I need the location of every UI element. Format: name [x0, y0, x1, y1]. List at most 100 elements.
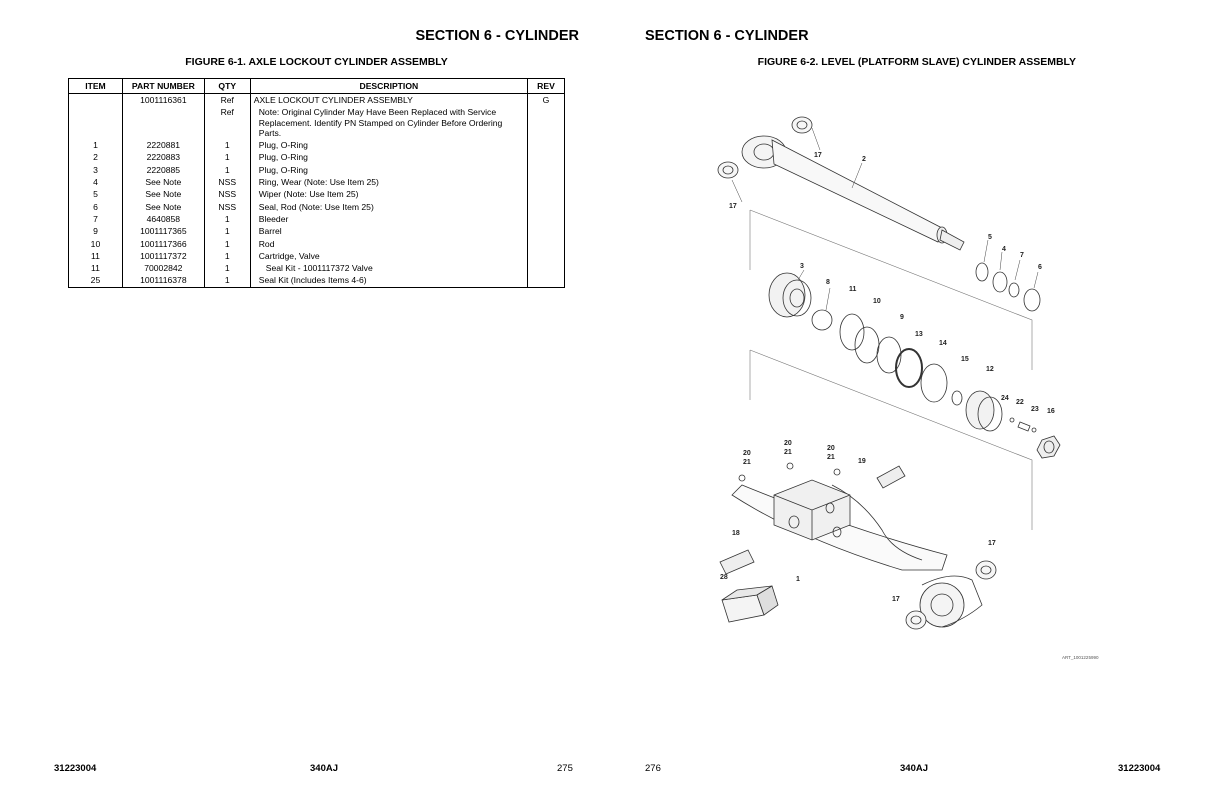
ring-10 [854, 326, 880, 364]
nut-16 [1036, 435, 1061, 459]
left-page: SECTION 6 - CYLINDER FIGURE 6-1. AXLE LO… [54, 28, 579, 774]
cartridge-19 [876, 465, 906, 489]
table-row: 1001116361 Ref AXLE LOCKOUT CYLINDER ASS… [68, 93, 565, 107]
callout-12: 12 [986, 366, 994, 373]
table-row: 10 1001117366 1 Rod [68, 237, 565, 250]
cell-description: Seal Kit - 1001117372 Valve [249, 262, 529, 275]
callout-28: 28 [720, 574, 728, 581]
cell-rev [527, 249, 565, 263]
parts-table: ITEM PART NUMBER QTY DESCRIPTION REV 100… [68, 78, 565, 288]
table-row: 9 1001117365 1 Barrel [68, 225, 565, 238]
cell-item: 1 [68, 139, 123, 152]
ring-8 [811, 309, 833, 331]
table-row: 6 See Note NSS Seal, Rod (Note: Use Item… [68, 200, 565, 213]
callout-7: 7 [1020, 252, 1024, 259]
ring-11 [839, 313, 865, 351]
callout-19: 19 [858, 458, 866, 465]
header-description: DESCRIPTION [249, 78, 529, 94]
cell-qty: 1 [203, 151, 251, 164]
cell-description: Plug, O-Ring [249, 151, 529, 164]
cell-part-number: 1001117366 [121, 237, 205, 250]
plug-20-21-a [738, 474, 746, 482]
cylinder-head-3 [768, 272, 812, 318]
cell-rev [527, 106, 565, 140]
footer-doc-number: 31223004 [1118, 763, 1161, 774]
table-header-row: ITEM PART NUMBER QTY DESCRIPTION REV [68, 78, 565, 94]
callout-21: 21 [743, 459, 751, 466]
footer-model: 340AJ [310, 763, 338, 774]
footer-doc-number: 31223004 [54, 763, 97, 774]
cell-qty: 1 [203, 163, 251, 177]
callout-13: 13 [915, 331, 923, 338]
header-item: ITEM [68, 78, 123, 94]
rod-assembly [741, 135, 965, 251]
table-row: 11 1001117372 1 Cartridge, Valve [68, 249, 565, 263]
cell-part-number: See Note [121, 188, 205, 201]
callout-5: 5 [988, 234, 992, 241]
callout-14: 14 [939, 340, 947, 347]
cell-description: Note: Original Cylinder May Have Been Re… [249, 106, 529, 140]
table-row: 7 4640858 1 Bleeder [68, 212, 565, 226]
cell-qty: 1 [203, 262, 251, 275]
callout-20: 20 [743, 450, 751, 457]
callout-22: 22 [1016, 399, 1024, 406]
cell-item [68, 93, 123, 107]
header-part-number: PART NUMBER [121, 78, 205, 94]
callout-23: 23 [1031, 406, 1039, 413]
table-row: 25 1001116378 1 Seal Kit (Includes Items… [68, 274, 565, 288]
callout-15: 15 [961, 356, 969, 363]
cell-item: 4 [68, 176, 123, 189]
table-row: 1 2220881 1 Plug, O-Ring [68, 139, 565, 152]
callout-24: 24 [1001, 395, 1009, 402]
callout-18: 18 [732, 530, 740, 537]
cell-rev [527, 274, 565, 288]
callout-17: 17 [892, 596, 900, 603]
cell-description: Wiper (Note: Use Item 25) [249, 188, 529, 201]
cell-description: Seal Kit (Includes Items 4-6) [249, 274, 529, 288]
guide-plane-upper [749, 209, 1033, 370]
cell-description: Plug, O-Ring [249, 163, 529, 177]
cell-qty: 1 [203, 274, 251, 288]
bushing-17-left [717, 161, 739, 179]
callout-21: 21 [827, 454, 835, 461]
cell-description: Ring, Wear (Note: Use Item 25) [249, 176, 529, 189]
cell-qty: Ref [203, 106, 251, 140]
cell-description: Barrel [249, 225, 529, 238]
table-row: Ref Note: Original Cylinder May Have Bee… [68, 106, 565, 140]
cell-item: 3 [68, 163, 123, 177]
bushing-17-top [791, 116, 813, 134]
callout-20: 20 [784, 440, 792, 447]
cell-item: 11 [68, 249, 123, 263]
callout-10: 10 [873, 298, 881, 305]
guide-plane-lower [749, 349, 1033, 530]
cell-qty: 1 [203, 139, 251, 152]
callout-8: 8 [826, 279, 830, 286]
cell-qty: NSS [203, 176, 251, 189]
art-number: ART_1001225990 [1062, 655, 1099, 660]
callout-6: 6 [1038, 264, 1042, 271]
piston-12 [965, 390, 1003, 432]
footer-page-number: 275 [557, 763, 573, 774]
plug-20-21-b [786, 462, 794, 470]
table-row: 5 See Note NSS Wiper (Note: Use Item 25) [68, 188, 565, 201]
wiper-5 [975, 262, 989, 282]
callout-17: 17 [814, 152, 822, 159]
cell-qty: NSS [203, 200, 251, 213]
cell-description: AXLE LOCKOUT CYLINDER ASSEMBLY [249, 93, 529, 107]
figure-title: FIGURE 6-1. AXLE LOCKOUT CYLINDER ASSEMB… [185, 56, 448, 68]
cell-description: Bleeder [249, 212, 529, 226]
cell-qty: 1 [203, 237, 251, 250]
wear-ring-4 [992, 271, 1008, 293]
cell-item: 7 [68, 212, 123, 226]
cell-rev [527, 212, 565, 226]
rod-seal-6 [1023, 288, 1041, 312]
cell-item: 11 [68, 262, 123, 275]
cell-description: Seal, Rod (Note: Use Item 25) [249, 200, 529, 213]
part-22 [1017, 421, 1031, 432]
cell-rev [527, 262, 565, 275]
callout-2: 2 [862, 156, 866, 163]
figure-title: FIGURE 6-2. LEVEL (PLATFORM SLAVE) CYLIN… [757, 56, 1076, 68]
callout-21: 21 [784, 449, 792, 456]
callout-17: 17 [988, 540, 996, 547]
table-row: 11 70002842 1 Seal Kit - 1001117372 Valv… [68, 262, 565, 275]
